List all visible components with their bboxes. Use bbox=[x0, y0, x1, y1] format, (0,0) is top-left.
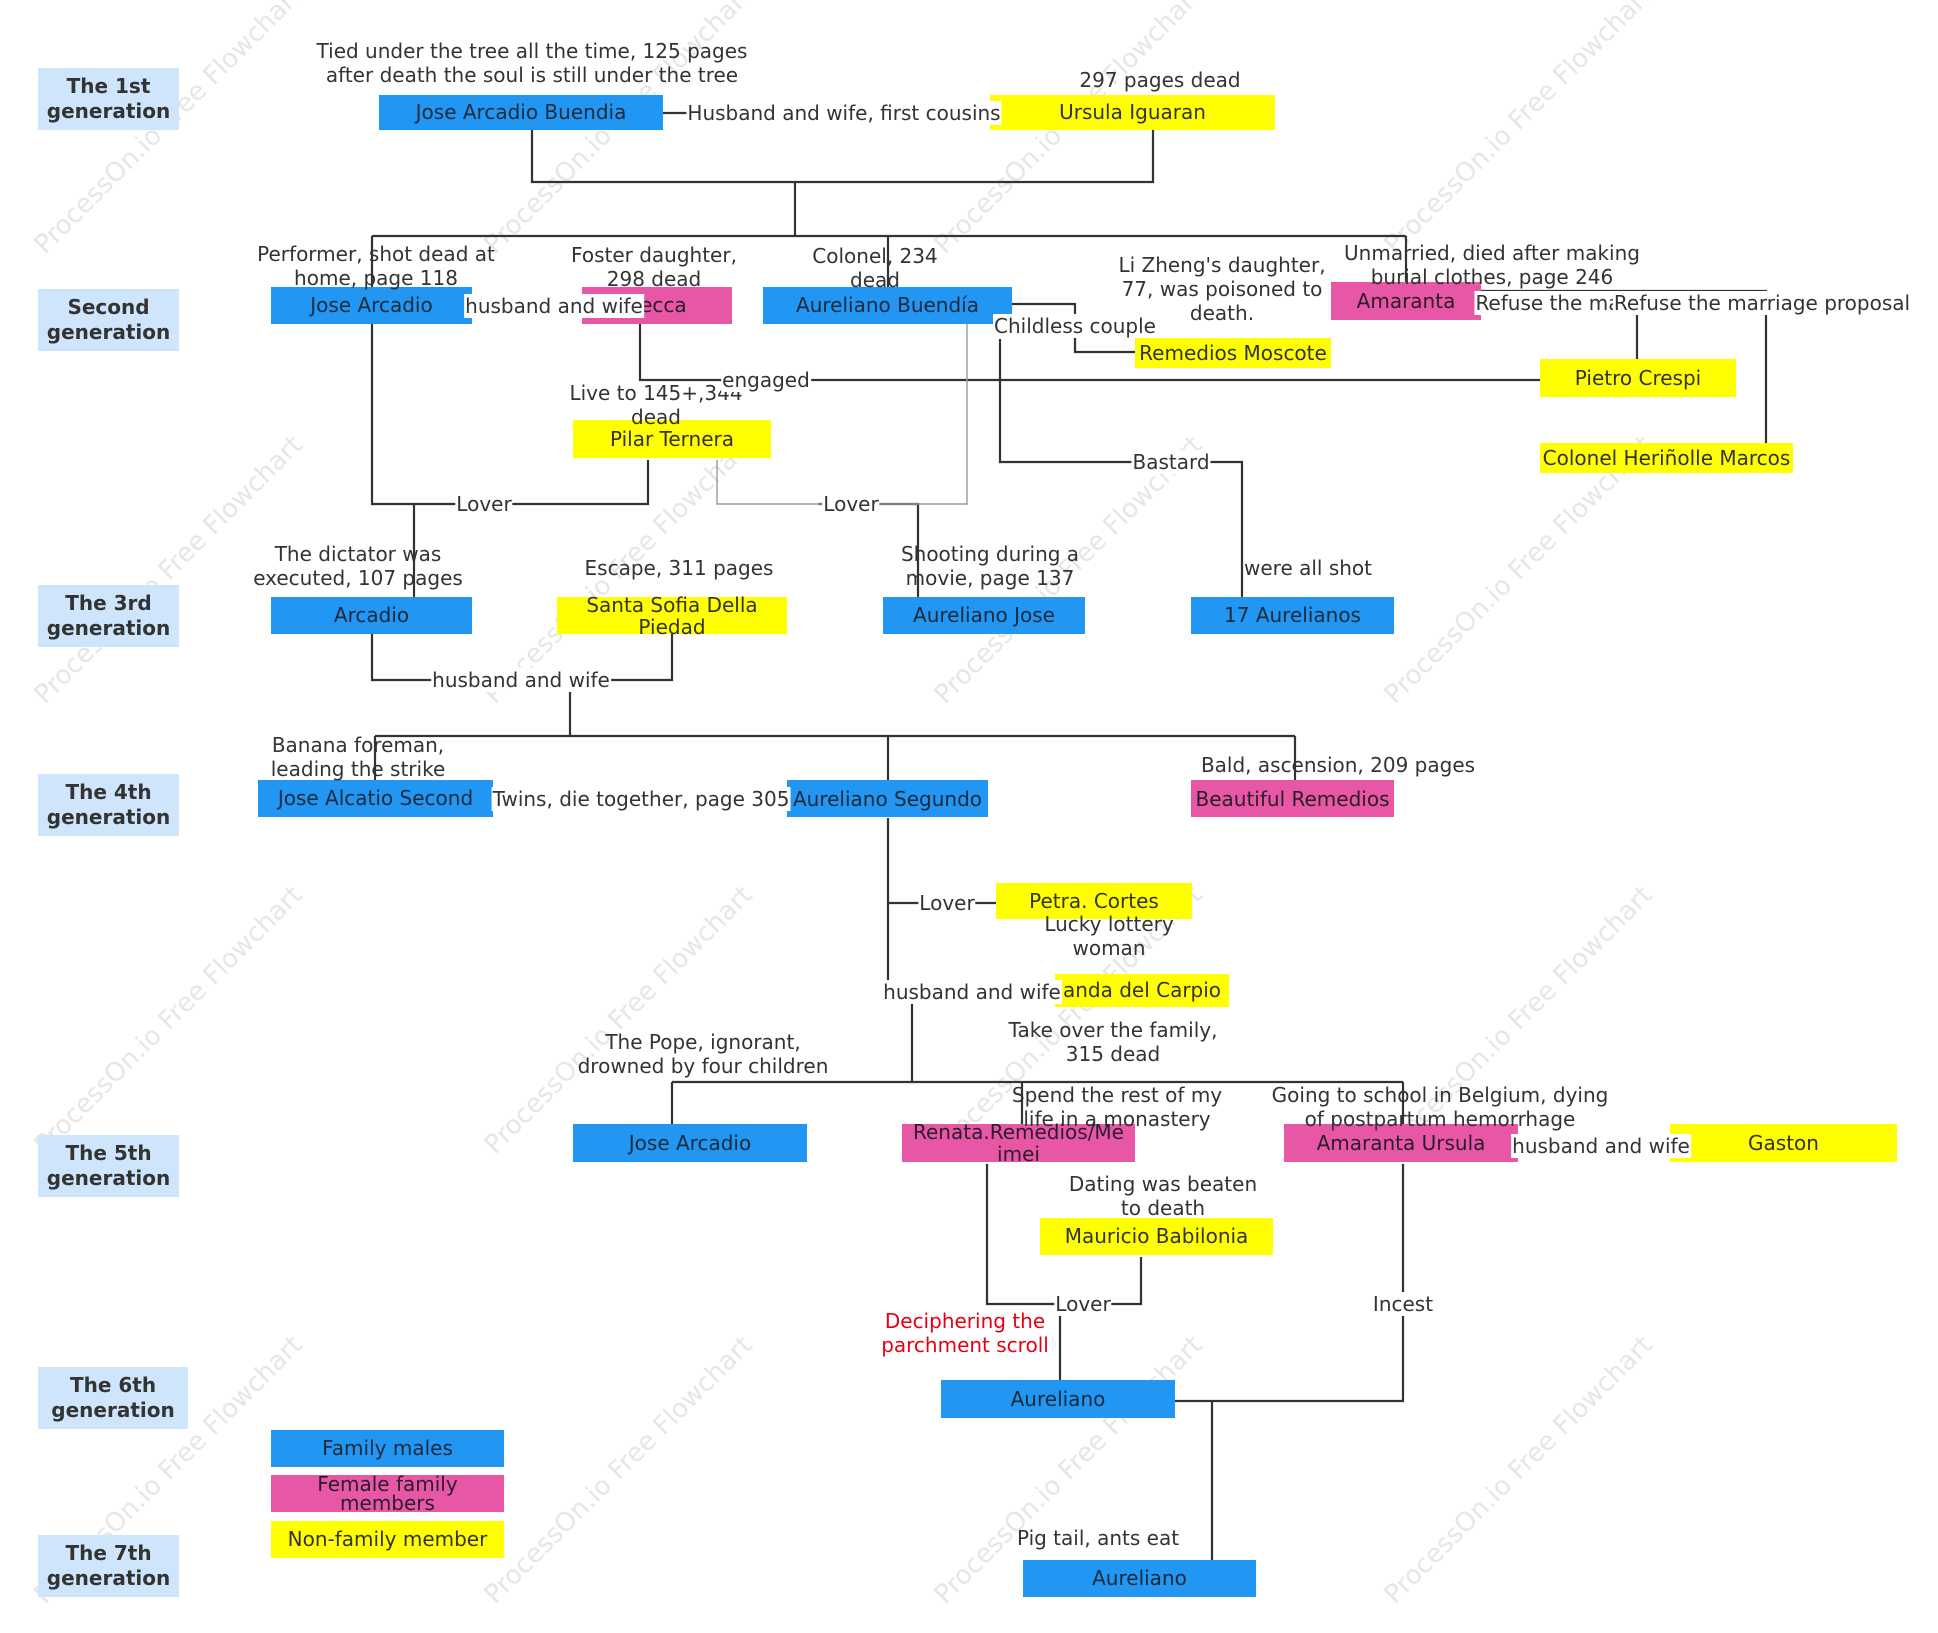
person-ursula-iguaran[interactable]: Ursula Iguaran bbox=[990, 95, 1275, 130]
edge-label-bastard: Bastard bbox=[1131, 450, 1211, 474]
note-renata: Spend the rest of my life in a monastery bbox=[1011, 1083, 1223, 1131]
connector-engaged bbox=[638, 324, 1540, 382]
note-jose-arcadio-5: The Pope, ignorant, drowned by four chil… bbox=[577, 1030, 829, 1078]
person-aureliano-segundo[interactable]: Aureliano Segundo bbox=[787, 780, 988, 817]
edge-label-husband-wife: husband and wife bbox=[431, 668, 611, 692]
generation-label-4: The 4th generation bbox=[38, 774, 179, 836]
person-pilar-ternera[interactable]: Pilar Ternera bbox=[573, 420, 771, 458]
person-jose-alcatio-second[interactable]: Jose Alcatio Second bbox=[258, 780, 493, 817]
note-aureliano-7: Pig tail, ants eat bbox=[1016, 1526, 1180, 1550]
note-jose-arcadio-buendia: Tied under the tree all the time, 125 pa… bbox=[316, 39, 748, 87]
note-santa-sofia: Escape, 311 pages bbox=[584, 556, 774, 580]
edge-label-husband-wife: husband and wife bbox=[882, 980, 1062, 1004]
person-jose-arcadio-buendia[interactable]: Jose Arcadio Buendia bbox=[379, 95, 663, 130]
legend-family-males: Family males bbox=[271, 1430, 504, 1467]
person-amaranta[interactable]: Amaranta bbox=[1331, 282, 1481, 320]
note-fernanda: Take over the family, 315 dead bbox=[1008, 1018, 1218, 1066]
legend-female-family-members: Female family members bbox=[271, 1474, 504, 1513]
note-mauricio: Dating was beaten to death bbox=[1068, 1172, 1258, 1220]
legend-non-family-member: Non-family member bbox=[271, 1521, 504, 1558]
note-aureliano-6: Deciphering the parchment scroll bbox=[881, 1309, 1049, 1357]
person-fernanda[interactable]: anda del Carpio bbox=[1055, 974, 1229, 1007]
person-pietro-crespi[interactable]: Pietro Crespi bbox=[1540, 359, 1736, 397]
note-petra: Lucky lottery woman bbox=[1044, 912, 1174, 960]
note-aureliano-buendia: Colonel, 234 dead bbox=[812, 244, 938, 292]
edge-label-cousins: Husband and wife, first cousins bbox=[686, 101, 1002, 125]
edge-label-refuse-2: Refuse the marriage proposal bbox=[1612, 291, 1912, 315]
edge-label-lover: Lover bbox=[822, 492, 880, 516]
note-pilar: Live to 145+,344 dead bbox=[569, 381, 743, 429]
edge-label-incest: Incest bbox=[1371, 1292, 1435, 1316]
edge-label-engaged: engaged bbox=[721, 368, 811, 392]
connector-incest bbox=[1175, 1164, 1405, 1403]
edge-label-lover: Lover bbox=[918, 891, 976, 915]
note-ursula: 297 pages dead bbox=[1079, 68, 1241, 92]
generation-label-6: The 6th generation bbox=[38, 1367, 188, 1429]
generation-label-5: The 5th generation bbox=[38, 1135, 179, 1197]
person-beautiful-remedios[interactable]: Beautiful Remedios bbox=[1191, 780, 1394, 817]
generation-label-2: Second generation bbox=[38, 289, 179, 351]
note-beautiful-remedios: Bald, ascension, 209 pages bbox=[1200, 753, 1476, 777]
edge-label-husband-wife: husband and wife bbox=[464, 294, 644, 318]
person-santa-sofia[interactable]: Santa Sofia Della Piedad bbox=[557, 594, 787, 638]
person-petra-cortes[interactable]: Petra. Cortes bbox=[996, 883, 1192, 919]
generation-label-3: The 3rd generation bbox=[38, 585, 179, 647]
generation-label-7: The 7th generation bbox=[38, 1535, 179, 1597]
note-remedios: Li Zheng's daughter, 77, was poisoned to… bbox=[1118, 253, 1326, 325]
person-jose-arcadio[interactable]: Jose Arcadio bbox=[271, 287, 472, 324]
note-jose-alcatio-second: Banana foreman, leading the strike bbox=[270, 733, 446, 781]
note-17-aurelianos: were all shot bbox=[1243, 556, 1373, 580]
person-aureliano-7[interactable]: Aureliano bbox=[1023, 1560, 1256, 1597]
person-colonel-herinolle[interactable]: Colonel Heriñolle Marcos bbox=[1540, 443, 1793, 473]
edge-label-lover: Lover bbox=[455, 492, 513, 516]
person-mauricio-babilonia[interactable]: Mauricio Babilonia bbox=[1040, 1218, 1273, 1255]
person-jose-arcadio-5[interactable]: Jose Arcadio bbox=[573, 1124, 807, 1162]
person-aureliano-jose[interactable]: Aureliano Jose bbox=[883, 597, 1085, 634]
person-17-aurelianos[interactable]: 17 Aurelianos bbox=[1191, 597, 1394, 634]
person-amaranta-ursula[interactable]: Amaranta Ursula bbox=[1284, 1124, 1518, 1162]
note-jose-arcadio: Performer, shot dead at home, page 118 bbox=[257, 242, 495, 290]
edge-label-childless: Childless couple bbox=[993, 314, 1157, 338]
note-amaranta: Unmarried, died after making burial clot… bbox=[1344, 241, 1640, 289]
connector-lover2 bbox=[716, 324, 968, 505]
person-arcadio[interactable]: Arcadio bbox=[271, 597, 472, 634]
note-rebecca: Foster daughter, 298 dead bbox=[571, 243, 737, 291]
edge-label-twins: Twins, die together, page 305 bbox=[491, 787, 791, 811]
edge-label-lover: Lover bbox=[1054, 1292, 1112, 1316]
person-aureliano-buendia[interactable]: Aureliano Buendía bbox=[763, 287, 1012, 324]
person-remedios-moscote[interactable]: Remedios Moscote bbox=[1135, 338, 1331, 368]
connector-bastard bbox=[998, 339, 1244, 597]
connector-parents bbox=[530, 128, 1155, 184]
edge-label-husband-wife: husband and wife bbox=[1511, 1134, 1691, 1158]
note-amaranta-ursula: Going to school in Belgium, dying of pos… bbox=[1271, 1083, 1609, 1131]
person-gaston[interactable]: Gaston bbox=[1670, 1124, 1897, 1162]
person-renata-remedios[interactable]: Renata.Remedios/Me imei bbox=[902, 1121, 1135, 1165]
generation-label-1: The 1st generation bbox=[38, 68, 179, 130]
edge-label-refuse-1: Refuse the marr bbox=[1474, 291, 1638, 315]
person-aureliano-6[interactable]: Aureliano bbox=[941, 1380, 1175, 1418]
note-aureliano-jose: Shooting during a movie, page 137 bbox=[900, 542, 1080, 590]
note-arcadio: The dictator was executed, 107 pages bbox=[253, 542, 463, 590]
